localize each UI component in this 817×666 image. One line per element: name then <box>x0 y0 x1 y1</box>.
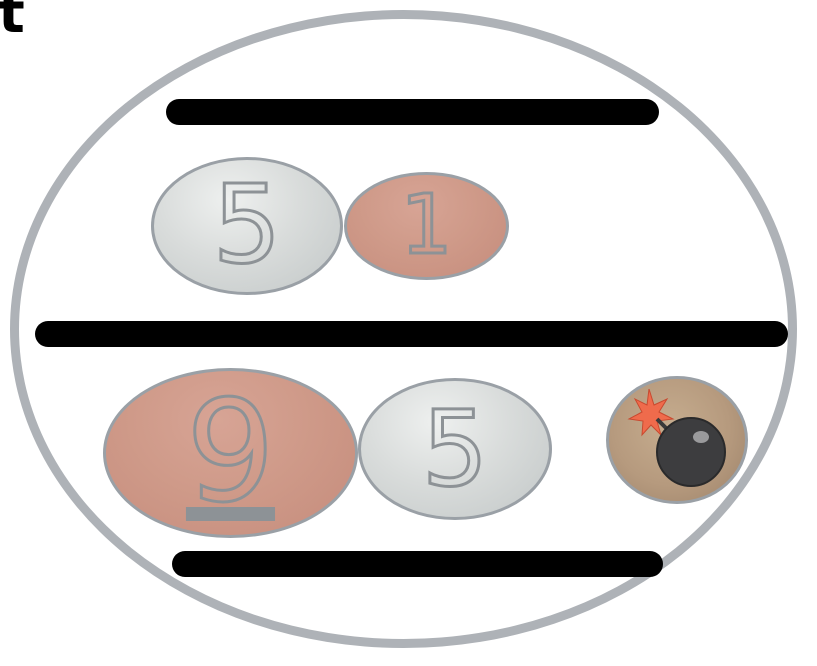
corner-letter: t <box>0 0 25 42</box>
token-digit: 1 <box>400 185 452 267</box>
bomb-token[interactable] <box>606 376 748 504</box>
bomb-icon <box>609 379 745 501</box>
number-token[interactable]: 5 <box>151 157 343 295</box>
number-token[interactable]: 5 <box>358 378 552 520</box>
divider-bar-bottom <box>172 551 663 577</box>
token-digit: 5 <box>422 397 488 501</box>
divider-bar-middle <box>35 321 788 347</box>
token-digit: 5 <box>213 172 282 280</box>
divider-bar-top <box>166 99 659 125</box>
number-token[interactable]: 1 <box>344 172 509 280</box>
number-token[interactable]: 9 <box>103 368 358 538</box>
token-digit: 9 <box>186 383 275 523</box>
